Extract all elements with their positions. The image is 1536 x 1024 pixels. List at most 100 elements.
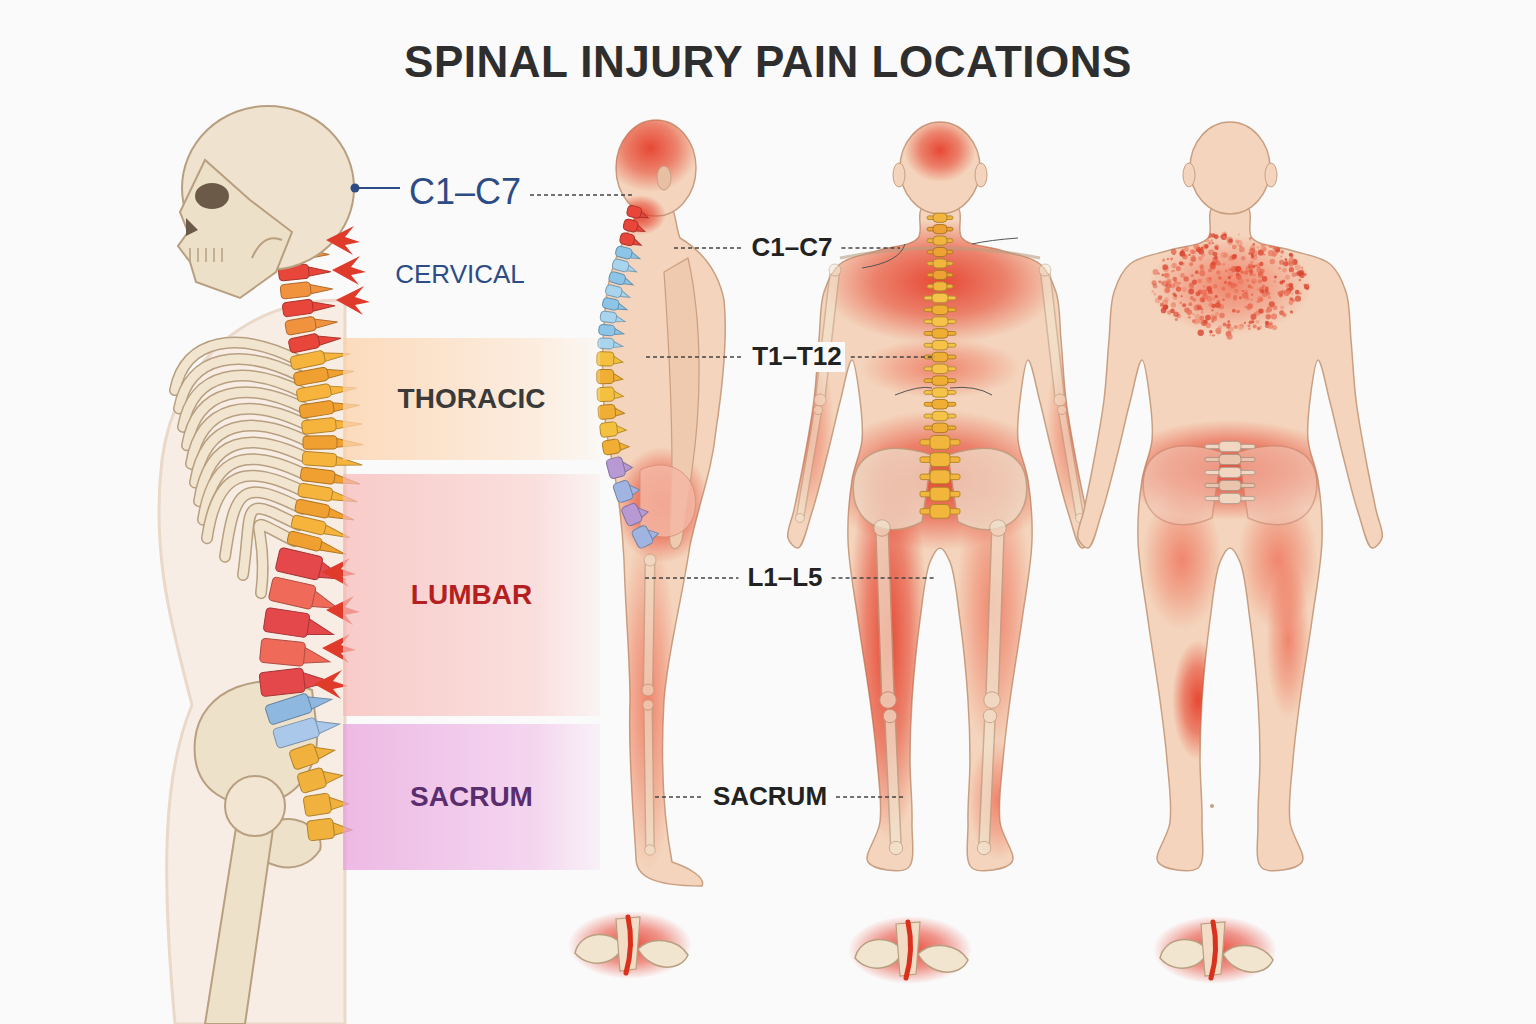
region-band: LUMBAR (343, 474, 600, 716)
vertebra (920, 504, 960, 518)
vertebra (924, 376, 956, 385)
leader-line (646, 356, 743, 357)
pain-overlay (1112, 232, 1348, 760)
leader-line (645, 577, 738, 578)
pain-texture (1260, 239, 1262, 241)
skeleton-part (1210, 804, 1214, 808)
pain-area (602, 104, 698, 192)
vertebra (924, 388, 956, 397)
vertebra (631, 521, 661, 549)
vertebra-range-label: C1–C7 (749, 233, 836, 263)
skeleton-part (840, 248, 1040, 258)
vertebra-detail-part (918, 945, 968, 972)
pain-arrow (332, 256, 366, 285)
skeleton (796, 212, 1085, 855)
vertebra-detail-part (1211, 922, 1216, 978)
vertebra-part (300, 467, 335, 485)
vertebra-part (299, 400, 335, 419)
leader-line (832, 577, 935, 578)
bone (643, 700, 656, 856)
bone-part (990, 520, 1007, 537)
vertebra-part (297, 483, 333, 502)
skeleton-part (950, 387, 992, 395)
vertebra-part (303, 793, 332, 817)
vertebra (265, 686, 334, 725)
bone-part (1045, 270, 1060, 400)
vertebra (924, 305, 956, 314)
vertebra (263, 607, 336, 641)
vertebra (285, 312, 339, 335)
pelvis (195, 681, 321, 1024)
vertebra (598, 338, 624, 350)
vertebra-detail-part (626, 917, 631, 973)
pain-area (1153, 916, 1277, 984)
vertebra-part (289, 743, 320, 770)
vertebra-part (280, 281, 311, 299)
bone-part (984, 716, 990, 848)
skull-part (195, 183, 229, 209)
vertebra (612, 477, 641, 504)
bone-part (645, 845, 656, 856)
side-figure-part (657, 166, 671, 190)
vertebra-part (619, 232, 635, 246)
vertebra-detail-part (1223, 945, 1273, 972)
vertebra-part (296, 383, 332, 402)
vertebra-part (930, 504, 950, 518)
bone-part (642, 684, 654, 696)
vertebra (927, 270, 953, 279)
vertebra (920, 435, 960, 449)
bone-part (874, 520, 891, 537)
band-label: SACRUM (410, 781, 533, 813)
bone-part (983, 709, 997, 723)
bone-part (648, 560, 650, 690)
vertebra (1205, 454, 1255, 464)
vertebra (927, 225, 953, 234)
vertebra-part (612, 258, 630, 272)
bone-part (1054, 394, 1066, 406)
vertebra-part (615, 245, 633, 259)
vertebra-part (259, 638, 305, 666)
bone (1039, 264, 1066, 406)
vertebra-part (930, 435, 950, 449)
vertebra (598, 403, 625, 419)
bone-part (643, 700, 654, 711)
bone-part (890, 716, 896, 848)
vertebra-part (602, 439, 621, 456)
bone (1058, 406, 1085, 523)
pain-texture (1202, 237, 1205, 240)
vertebra-detail-part (855, 940, 902, 969)
bone-part (882, 528, 888, 700)
pain-area (614, 447, 710, 563)
vertebra-part (598, 338, 615, 349)
vertebra (259, 638, 331, 669)
pelvis (640, 465, 696, 537)
back-figure-part (893, 163, 905, 187)
vertebra-part (282, 299, 314, 317)
back-figure (1078, 122, 1383, 871)
vertebra (600, 311, 626, 325)
vertebra (289, 737, 337, 770)
vertebra-part (1219, 493, 1241, 503)
leader-line (355, 187, 400, 189)
vertebra-detail (568, 911, 692, 979)
bone-part (648, 705, 650, 850)
skull (178, 106, 354, 298)
vertebra-part (297, 767, 328, 794)
bone-part (796, 514, 805, 523)
vertebra-part (930, 487, 950, 501)
vertebra (282, 296, 335, 317)
vertebra-part (285, 316, 317, 335)
vertebra-part (933, 247, 947, 256)
vertebra (924, 293, 956, 302)
vertebra (920, 487, 960, 501)
vertebra-part (286, 530, 322, 551)
vertebra-part (930, 453, 950, 467)
bone-part (820, 270, 835, 400)
skull-part (205, 248, 207, 262)
bone-part (800, 410, 818, 518)
vertebra (924, 423, 956, 432)
vertebra-part (932, 340, 948, 349)
bone-part (890, 716, 896, 848)
